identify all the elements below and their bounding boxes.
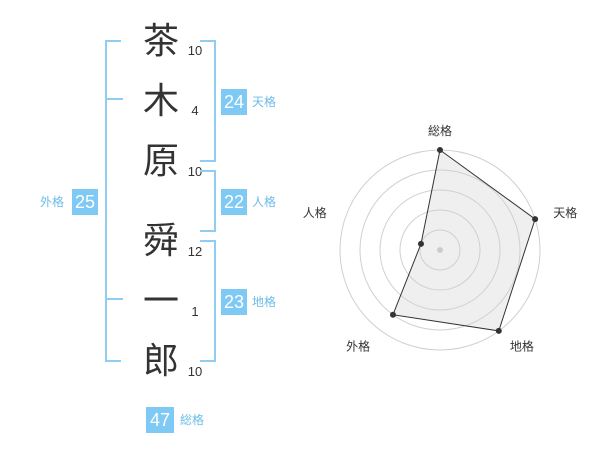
jinkaku-label: 人格 xyxy=(252,195,277,209)
stroke-count-1: 10 xyxy=(187,43,203,58)
radar-ring-4 xyxy=(359,169,521,331)
stroke-count-3: 10 xyxy=(187,164,203,179)
radar-axis-label-5: 人格 xyxy=(303,205,327,220)
radar-axis-label-2: 天格 xyxy=(553,205,577,220)
radar-point-5 xyxy=(417,240,424,247)
name-char-4: 舜 xyxy=(142,221,179,262)
name-char-1: 茶 xyxy=(142,21,179,62)
stroke-count-6: 10 xyxy=(187,364,203,379)
name-char-3: 原 xyxy=(142,141,179,182)
stroke-count-2: 4 xyxy=(191,103,199,118)
radar-ring-1 xyxy=(419,229,461,271)
radar-point-3 xyxy=(495,327,502,334)
tenkaku-label: 天格 xyxy=(252,95,277,109)
radar-point-2 xyxy=(532,216,539,223)
name-char-6: 郎 xyxy=(142,341,179,382)
stroke-count-4: 12 xyxy=(187,244,203,259)
gaikaku-score: 25 xyxy=(72,189,98,215)
radar-point-1 xyxy=(437,147,443,153)
name-char-2: 木 xyxy=(142,81,179,122)
name-char-5: 一 xyxy=(142,281,179,322)
gaikaku-bracket xyxy=(105,40,121,362)
soukaku-score: 47 xyxy=(146,407,174,433)
jinkaku-bracket xyxy=(200,170,216,232)
tenkaku-score: 24 xyxy=(221,89,247,115)
gaikaku-label: 外格 xyxy=(40,195,65,209)
chikaku-bracket xyxy=(200,240,216,362)
radar-area xyxy=(392,149,536,332)
radar-ring-3 xyxy=(379,189,501,311)
chikaku-label: 地格 xyxy=(252,295,277,309)
tenkaku-bracket xyxy=(200,40,216,162)
radar-center xyxy=(437,247,443,253)
radar-axis-label-3: 地格 xyxy=(510,338,534,353)
radar-ring-2 xyxy=(399,209,481,291)
gaikaku-tick-bottom xyxy=(107,298,123,300)
radar-point-4 xyxy=(389,311,396,318)
soukaku-label: 総格 xyxy=(180,413,205,427)
jinkaku-score: 22 xyxy=(221,189,247,215)
chikaku-score: 23 xyxy=(221,289,247,315)
radar-axis-label-4: 外格 xyxy=(346,338,370,353)
gaikaku-tick-top xyxy=(107,98,123,100)
radar-axis-label-1: 総格 xyxy=(428,123,452,138)
stroke-count-5: 1 xyxy=(191,304,199,319)
